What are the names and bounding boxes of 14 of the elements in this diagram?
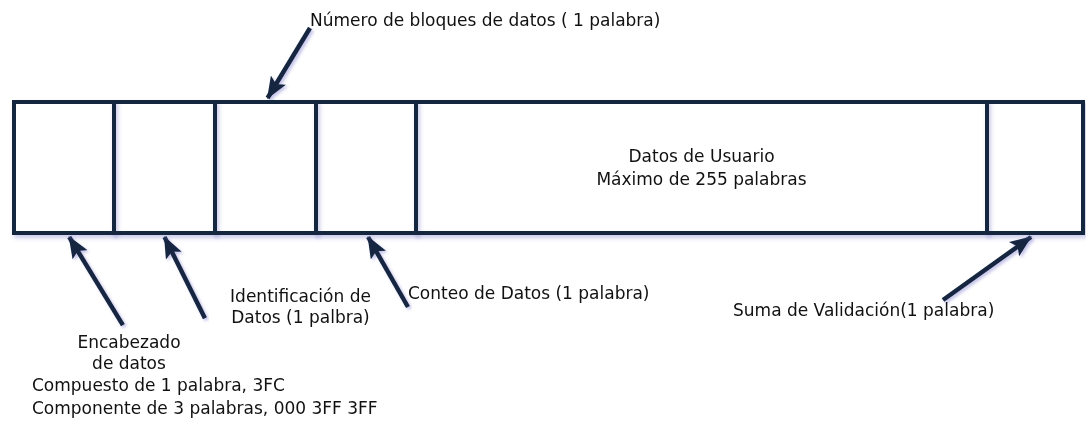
callout-text: Número de bloques de datos ( 1 palabra) bbox=[310, 10, 662, 31]
arrow bbox=[366, 235, 410, 309]
callout-text: Suma de Validación(1 palabra) bbox=[733, 300, 996, 321]
callout-text: Encabezado de datos bbox=[76, 332, 182, 374]
arrow bbox=[265, 26, 312, 100]
note-text: Componente de 3 palabras, 000 3FF 3FF bbox=[32, 397, 378, 420]
arrow bbox=[162, 236, 207, 320]
callout-text: Conteo de Datos (1 palabra) bbox=[408, 283, 651, 304]
arrow bbox=[941, 235, 1033, 302]
note-text: Compuesto de 1 palabra, 3FC bbox=[32, 374, 285, 397]
field-text: Máximo de 255 palabras bbox=[596, 167, 807, 191]
callout-text: Identificación de Datos (1 palbra) bbox=[229, 286, 372, 328]
arrow bbox=[67, 235, 125, 327]
field-text: Datos de Usuario bbox=[628, 144, 775, 168]
